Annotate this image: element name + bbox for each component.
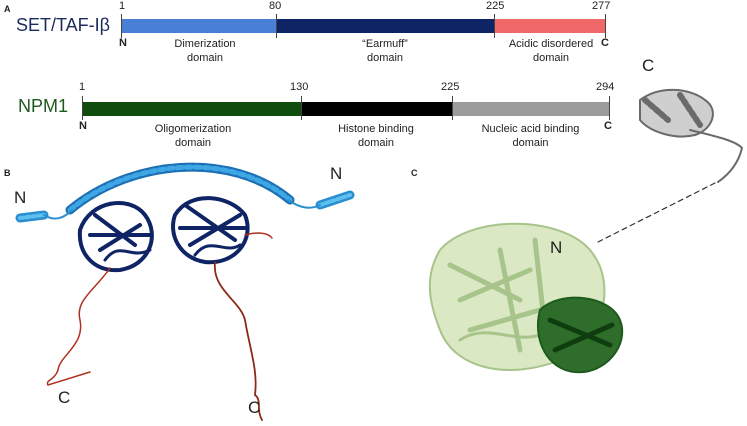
panel-b-n-right: N <box>330 164 342 184</box>
panel-c-c-terminus: C <box>642 56 654 76</box>
set-left-disordered-tail <box>47 268 110 385</box>
set-right-disordered-tail <box>215 262 262 420</box>
panel-b-n-left: N <box>14 188 26 208</box>
panel-b-c-left: C <box>58 388 70 408</box>
npm1-structure <box>430 90 742 372</box>
panel-c-letter: C <box>411 168 418 178</box>
set-dimer-structure <box>20 167 350 420</box>
npm1-c-terminal-domain <box>640 90 742 182</box>
panel-c-n-terminus: N <box>550 238 562 258</box>
set-earmuff-left <box>80 203 152 270</box>
npm1-disordered-linker-dashed <box>598 183 715 242</box>
panel-b-c-right: C <box>248 398 260 418</box>
set-earmuff-right <box>173 198 248 262</box>
npm1-dark-subunit <box>538 298 622 373</box>
